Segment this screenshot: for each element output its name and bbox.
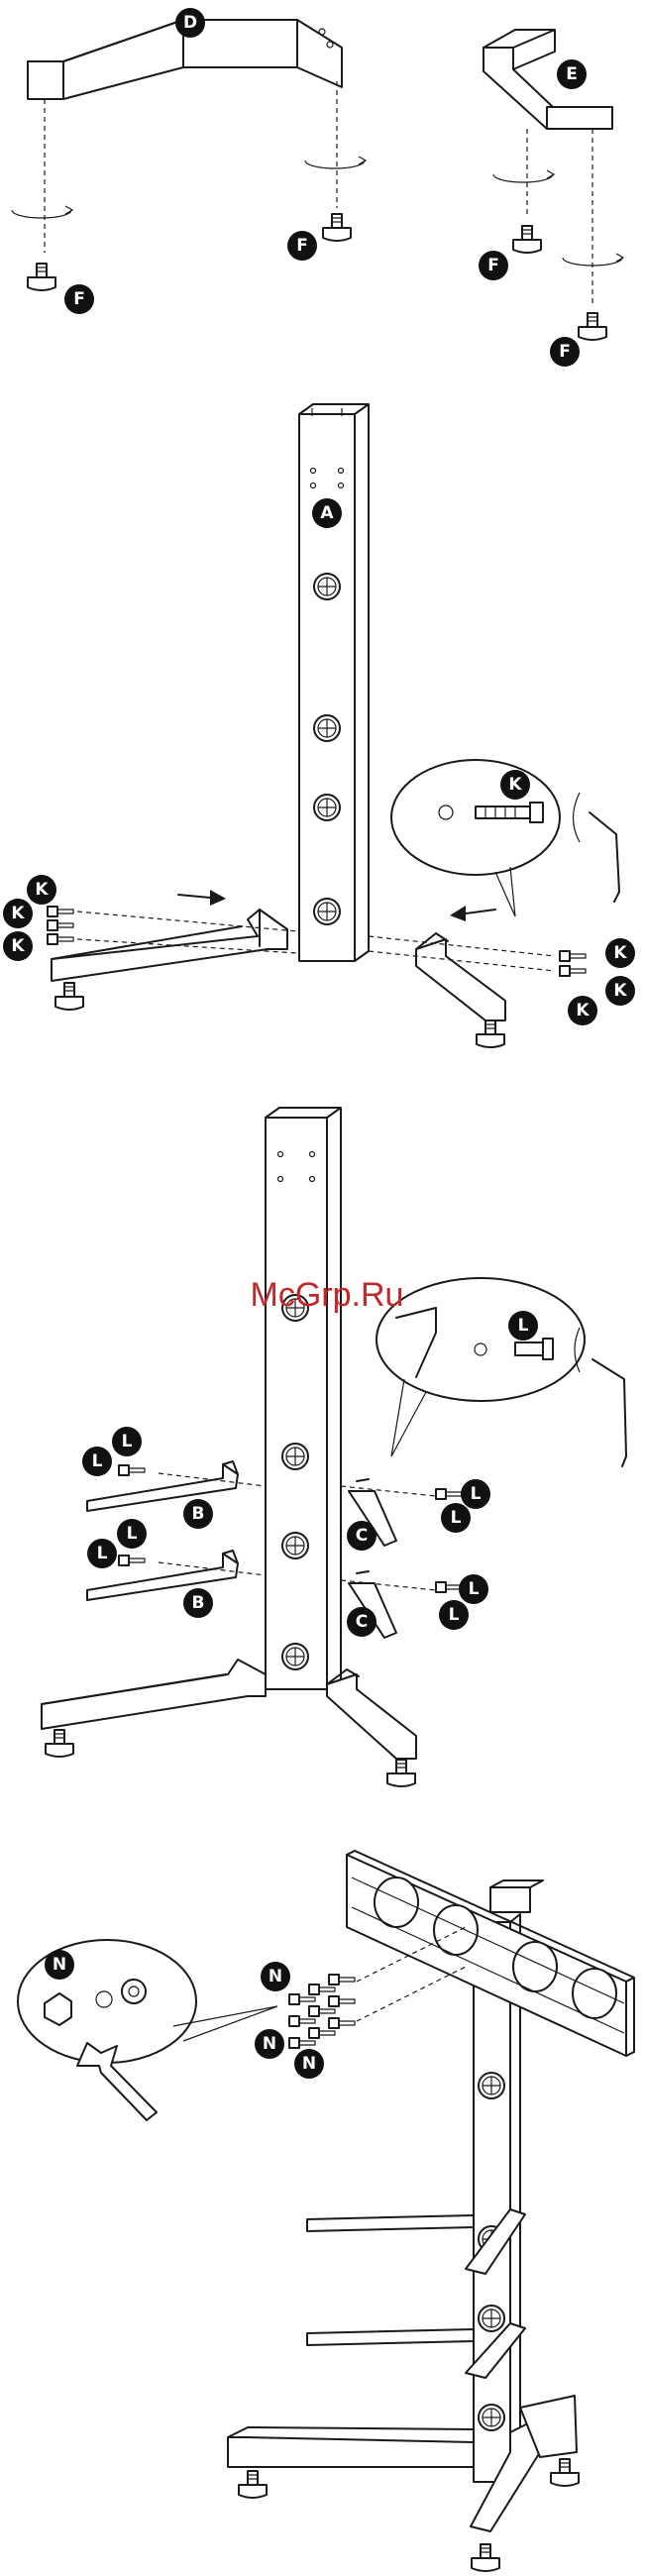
callout-l: L <box>441 1503 471 1533</box>
svg-text:B: B <box>192 1504 205 1524</box>
callout-k: K <box>27 875 56 905</box>
svg-text:L: L <box>92 1451 103 1471</box>
svg-text:N: N <box>269 1967 282 1986</box>
step4-group <box>18 1851 634 2571</box>
svg-text:K: K <box>11 904 25 923</box>
callout-f: F <box>64 284 94 314</box>
callout-f: F <box>550 337 580 367</box>
callout-l: L <box>459 1574 488 1604</box>
callout-k: K <box>605 976 635 1006</box>
svg-text:K: K <box>35 880 49 900</box>
step1-group <box>12 20 623 340</box>
base-leg-left <box>228 2437 474 2467</box>
callout-l: L <box>461 1479 490 1509</box>
leveling-foot <box>579 313 606 340</box>
post-a <box>474 1922 510 2482</box>
svg-text:A: A <box>320 503 334 523</box>
base-leg-right <box>416 933 505 1047</box>
callout-b: B <box>183 1588 213 1618</box>
callout-k: K <box>568 996 597 1025</box>
callout-e: E <box>557 59 587 89</box>
svg-text:F: F <box>296 236 308 256</box>
callout-c: C <box>347 1521 376 1551</box>
arm-b-lower <box>307 2329 474 2345</box>
callout-k: K <box>500 770 530 800</box>
callout-k: K <box>3 931 33 961</box>
callout-n: N <box>45 1950 74 1980</box>
leveling-foot <box>28 264 55 290</box>
leveling-foot <box>513 226 541 253</box>
svg-text:F: F <box>559 342 571 362</box>
part-e-bar <box>484 30 612 129</box>
callout-c: C <box>347 1607 376 1637</box>
svg-text:L: L <box>97 1544 108 1563</box>
detail-bubble-l <box>376 1278 585 1456</box>
callout-l: L <box>82 1447 112 1476</box>
svg-text:K: K <box>613 943 627 963</box>
arm-b-upper <box>307 2215 474 2231</box>
callout-n: N <box>261 1962 290 1991</box>
svg-text:L: L <box>449 1605 460 1625</box>
svg-text:N: N <box>263 2034 276 2054</box>
callout-a: A <box>312 498 342 528</box>
svg-text:C: C <box>356 1526 368 1546</box>
svg-text:K: K <box>613 981 627 1001</box>
callout-n: N <box>255 2029 284 2059</box>
svg-text:K: K <box>576 1001 590 1020</box>
svg-text:B: B <box>192 1593 205 1613</box>
base-leg-right <box>327 1674 416 1759</box>
post-a <box>266 1108 341 1689</box>
svg-text:E: E <box>566 64 578 84</box>
svg-text:F: F <box>487 256 499 275</box>
base-leg-left <box>42 1660 266 1729</box>
callout-b: B <box>183 1499 213 1529</box>
callout-l: L <box>117 1519 147 1549</box>
callout-k: K <box>605 938 635 968</box>
svg-text:N: N <box>302 2054 316 2074</box>
base-leg-left <box>52 910 287 1010</box>
leveling-foot <box>323 214 351 241</box>
svg-text:F: F <box>73 289 85 309</box>
callout-k: K <box>3 899 33 928</box>
callout-f: F <box>479 251 508 280</box>
svg-text:L: L <box>469 1579 480 1599</box>
callout-l: L <box>112 1427 142 1456</box>
bolt-cluster-n <box>289 1975 355 2048</box>
svg-text:L: L <box>471 1484 482 1504</box>
allen-key <box>590 812 619 902</box>
callout-l: L <box>87 1539 117 1568</box>
detail-bubble-k <box>391 760 580 916</box>
allen-key <box>592 1359 626 1466</box>
callout-n: N <box>294 2049 324 2079</box>
callout-l: L <box>439 1600 469 1630</box>
callout-f: F <box>287 231 317 261</box>
svg-text:L: L <box>127 1524 138 1544</box>
svg-text:D: D <box>183 13 197 33</box>
svg-text:K: K <box>508 775 522 795</box>
svg-text:K: K <box>11 936 25 956</box>
post-a <box>299 404 369 961</box>
callout-l: L <box>508 1311 538 1341</box>
svg-text:N: N <box>53 1955 66 1975</box>
svg-text:L: L <box>518 1316 529 1336</box>
svg-text:C: C <box>356 1612 368 1632</box>
svg-text:L: L <box>122 1432 133 1451</box>
svg-text:L: L <box>451 1508 462 1528</box>
callout-d: D <box>175 8 205 38</box>
watermark: McGrp.Ru <box>251 1276 404 1314</box>
